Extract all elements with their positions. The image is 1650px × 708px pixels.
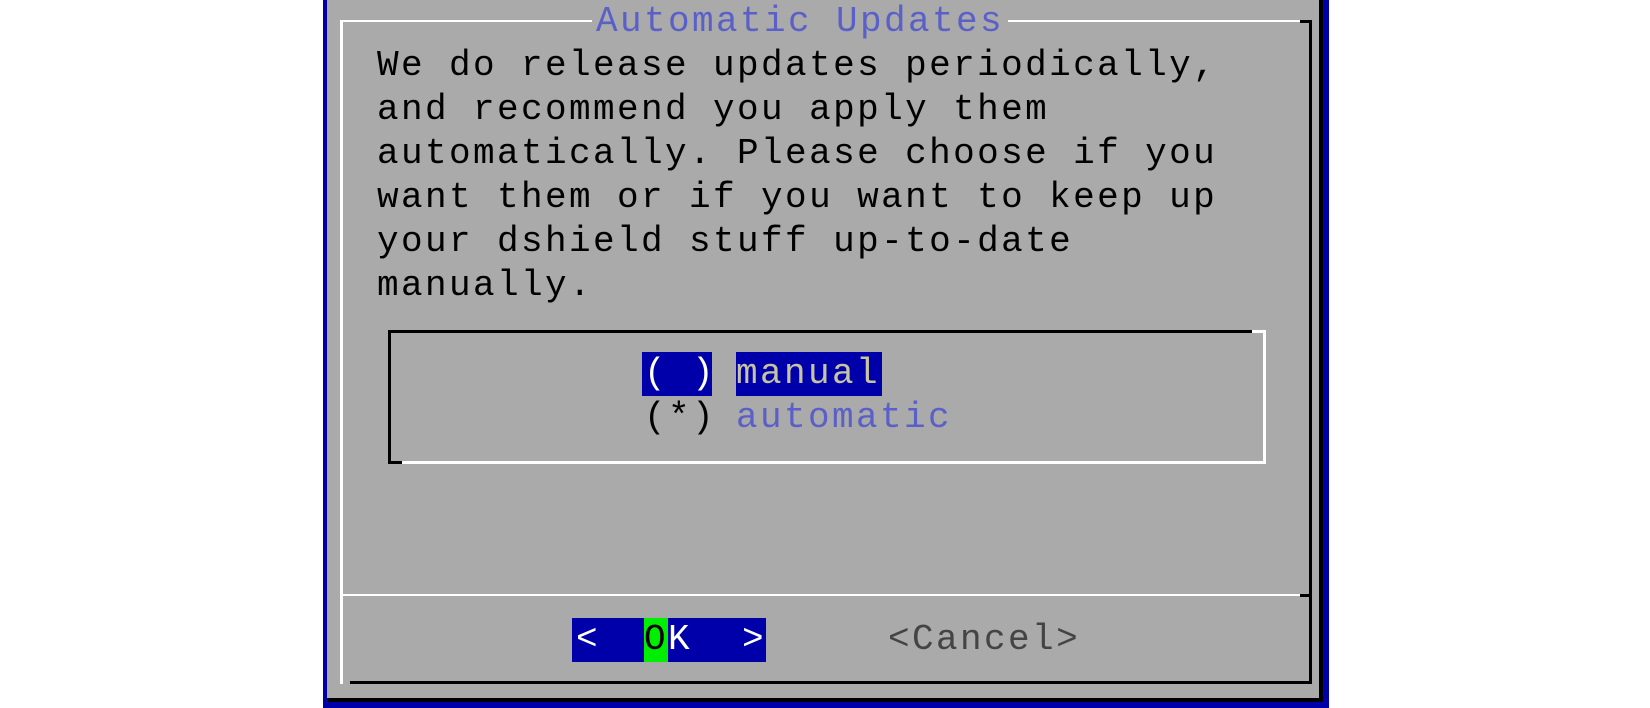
list-box-corner-bottom-left: [388, 461, 402, 464]
cancel-button-hotkey: C: [912, 619, 937, 660]
ok-button-label-rest: K: [668, 619, 693, 660]
cancel-button-open-bracket: <: [888, 619, 913, 660]
list-box-corner-top-right: [1252, 330, 1266, 333]
cancel-button-close-bracket: >: [1056, 619, 1081, 660]
radio-option-automatic[interactable]: (*) automatic: [642, 396, 950, 440]
ok-button[interactable]: < O K >: [572, 618, 766, 662]
ok-button-hotkey: O: [644, 618, 669, 662]
ok-button-open-bracket: <: [576, 619, 601, 660]
frame-right-line: [1309, 20, 1312, 684]
button-separator: [340, 594, 1312, 596]
separator-corner-right: [1300, 594, 1312, 597]
cancel-button[interactable]: <Cancel>: [888, 618, 1080, 662]
radio-list-box: [388, 330, 1266, 464]
radio-label-manual[interactable]: manual: [736, 352, 883, 396]
radio-label-automatic[interactable]: automatic: [736, 397, 953, 438]
radio-button[interactable]: ( ): [642, 352, 717, 396]
frame-bottom-line: [350, 681, 1312, 684]
dialog-window: [327, 0, 1323, 702]
cancel-button-label-rest: ancel: [936, 619, 1057, 660]
dialog-message: We do release updates periodically, and …: [377, 45, 1218, 306]
ok-button-close-bracket: >: [742, 619, 767, 660]
frame-left-line: [340, 20, 343, 684]
radio-button-selected[interactable]: (*): [644, 397, 717, 438]
radio-option-manual[interactable]: ( ) manual: [642, 352, 883, 396]
frame-corner-top-right: [1300, 20, 1312, 23]
dialog-title: Automatic Updates: [592, 0, 1009, 44]
